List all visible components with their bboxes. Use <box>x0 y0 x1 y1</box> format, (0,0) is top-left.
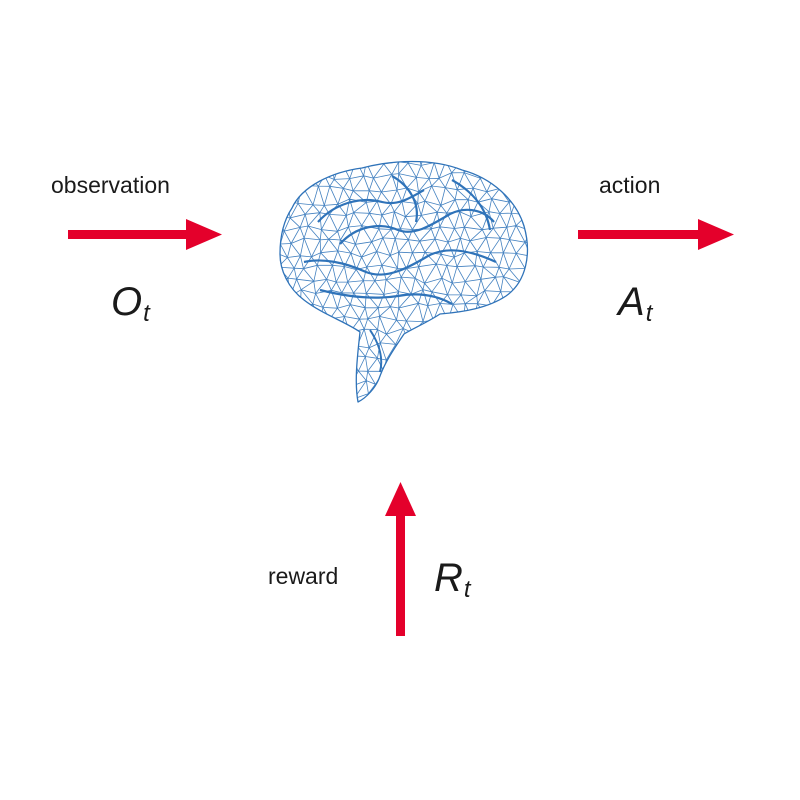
observation-symbol-main: O <box>111 280 143 324</box>
action-arrow <box>578 219 734 250</box>
observation-symbol: Ot <box>111 280 150 326</box>
observation-symbol-sub: t <box>143 300 150 327</box>
action-symbol-sub: t <box>645 300 653 327</box>
action-symbol: At <box>618 280 652 326</box>
brain-wireframe-icon <box>279 160 529 403</box>
reward-symbol-main: R <box>434 556 463 600</box>
action-symbol-main: A <box>618 280 645 324</box>
reward-arrow <box>385 482 416 636</box>
reward-label: reward <box>268 563 339 589</box>
observation-label: observation <box>51 172 170 198</box>
observation-arrow <box>68 219 222 250</box>
reward-symbol: Rt <box>434 556 471 602</box>
action-label: action <box>599 172 661 198</box>
reward-symbol-sub: t <box>463 576 471 603</box>
